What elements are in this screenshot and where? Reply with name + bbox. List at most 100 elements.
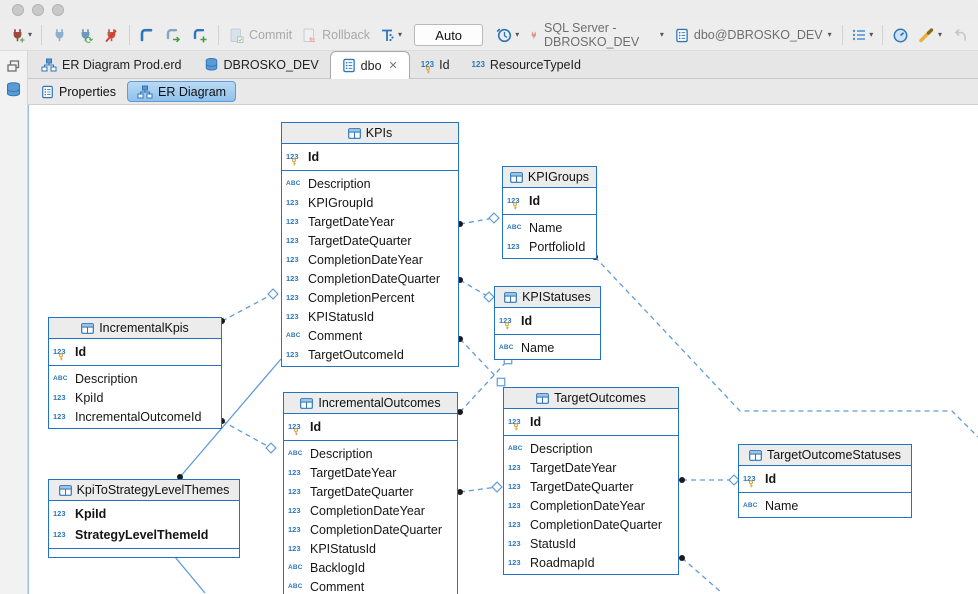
format-button[interactable]: ▾: [915, 25, 945, 45]
database-navigator-icon[interactable]: [5, 81, 22, 98]
new-sql-editor-button[interactable]: [188, 25, 212, 45]
maximize-window-button[interactable]: [52, 4, 64, 16]
entity-header[interactable]: KpiToStrategyLevelThemes: [49, 480, 239, 501]
relation-line[interactable]: [221, 293, 274, 322]
entity-header[interactable]: KPIs: [282, 123, 458, 144]
sql-editor-button[interactable]: [135, 25, 158, 45]
history-button[interactable]: ▾: [492, 24, 522, 46]
connect-button[interactable]: [48, 25, 71, 46]
transaction-mode-select[interactable]: Auto: [414, 24, 484, 46]
subtab-properties[interactable]: Properties: [32, 81, 125, 102]
commit-button[interactable]: Commit: [225, 25, 295, 46]
entity-header[interactable]: TargetOutcomes: [504, 388, 678, 409]
entity-header[interactable]: IncrementalKpis: [49, 318, 221, 339]
relation-line[interactable]: [459, 338, 502, 383]
relation-line[interactable]: [459, 279, 490, 298]
relation-line[interactable]: [221, 420, 272, 449]
relation-line[interactable]: [459, 486, 498, 493]
undo-button[interactable]: [948, 25, 972, 45]
transaction-log-button[interactable]: ▾: [376, 25, 405, 46]
view-options-button[interactable]: ▾: [848, 25, 876, 45]
relation-line[interactable]: [459, 217, 495, 225]
subtab-er-diagram[interactable]: ER Diagram: [126, 81, 237, 102]
relation-line[interactable]: [681, 557, 723, 593]
close-window-button[interactable]: [12, 4, 24, 16]
tab-dbo[interactable]: dbo ✕: [329, 51, 410, 79]
new-connection-button[interactable]: + ▾: [6, 25, 35, 46]
entity-header[interactable]: TargetOutcomeStatuses: [739, 445, 911, 466]
restore-window-icon[interactable]: [6, 59, 21, 73]
entity-header[interactable]: KPIStatuses: [495, 287, 600, 308]
disconnect-button[interactable]: [100, 25, 123, 46]
open-sql-script-button[interactable]: [161, 25, 185, 45]
rollback-button[interactable]: Rollback: [298, 25, 373, 46]
tab-resourcetypeid[interactable]: 123 ResourceTypeId: [461, 51, 592, 78]
relation-line[interactable]: [179, 358, 282, 478]
active-connection-select[interactable]: SQL Server - DBROSKO_DEV ▾: [525, 21, 668, 49]
tab-dbrosko-dev[interactable]: DBROSKO_DEV: [193, 51, 330, 78]
entity-header[interactable]: IncrementalOutcomes: [284, 393, 457, 414]
tab-er-diagram-prod[interactable]: ER Diagram Prod.erd: [30, 51, 193, 78]
entity-header[interactable]: KPIGroups: [503, 167, 596, 188]
active-schema-select[interactable]: dbo@DBROSKO_DEV ▾: [671, 28, 836, 43]
relation-line[interactable]: [459, 359, 509, 413]
dashboard-button[interactable]: [889, 25, 912, 46]
close-tab-icon[interactable]: ✕: [388, 60, 398, 72]
reconnect-button[interactable]: ⟳: [74, 25, 97, 46]
relation-line[interactable]: [594, 256, 978, 438]
tab-id[interactable]: 123 Id: [410, 51, 461, 78]
relation-line[interactable]: [169, 550, 206, 593]
minimize-window-button[interactable]: [32, 4, 44, 16]
